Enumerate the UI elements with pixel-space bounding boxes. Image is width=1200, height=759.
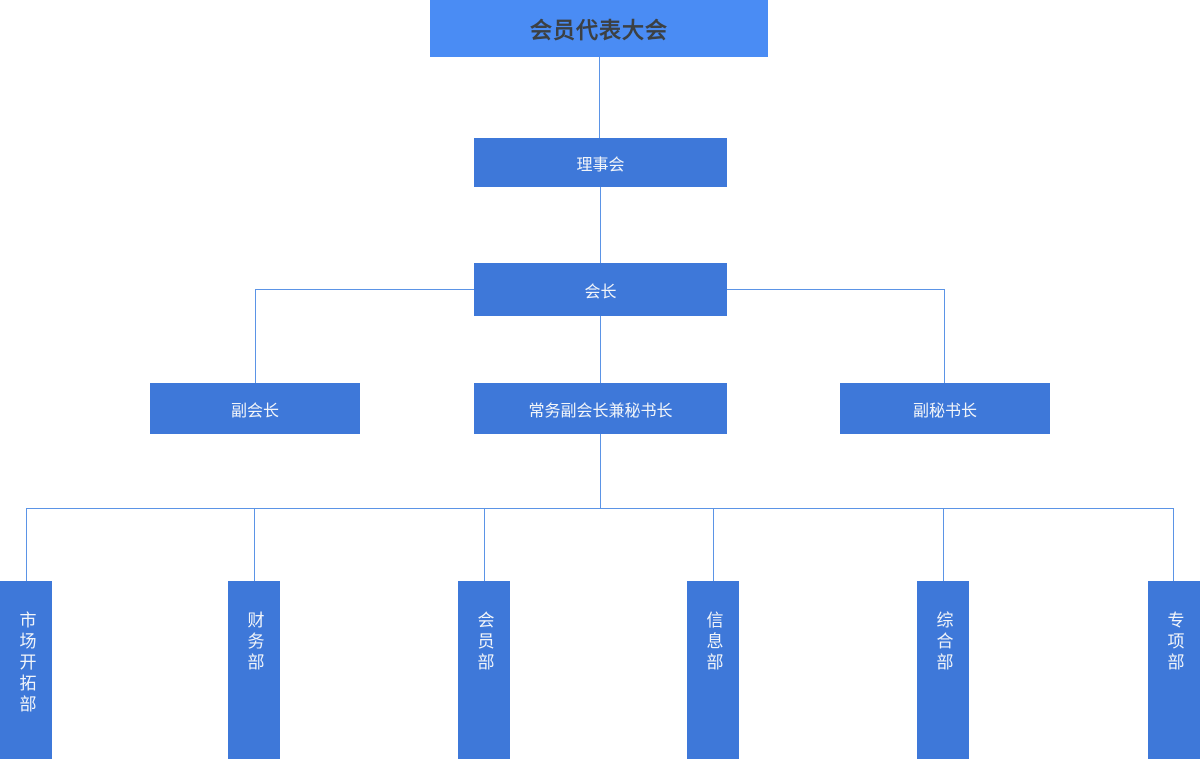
connector-to-deputy-sg xyxy=(944,289,945,383)
node-label: 会员部 xyxy=(474,611,494,674)
node-president[interactable]: 会长 xyxy=(474,263,727,316)
node-label: 副会长 xyxy=(230,402,279,420)
node-label: 理事会 xyxy=(576,156,625,174)
node-dept-general-affairs[interactable]: 综合部 xyxy=(917,581,969,759)
node-dept-information[interactable]: 信息部 xyxy=(687,581,739,759)
node-label: 信息部 xyxy=(703,611,723,674)
node-dept-special-projects[interactable]: 专项部 xyxy=(1148,581,1200,759)
connector-drop-dept-6 xyxy=(1173,508,1174,581)
node-label: 市场开拓部 xyxy=(16,611,36,716)
node-member-representative-assembly[interactable]: 会员代表大会 xyxy=(430,0,768,57)
node-label: 常务副会长兼秘书长 xyxy=(528,402,673,420)
node-label: 会员代表大会 xyxy=(529,17,668,43)
node-dept-market-development[interactable]: 市场开拓部 xyxy=(0,581,52,759)
connector-bus-line xyxy=(26,508,1174,509)
connector-president-execvp xyxy=(600,316,601,383)
node-dept-finance[interactable]: 财务部 xyxy=(228,581,280,759)
connector-drop-dept-3 xyxy=(484,508,485,581)
connector-root-council xyxy=(599,57,600,138)
node-executive-vp-secretary-general[interactable]: 常务副会长兼秘书长 xyxy=(474,383,727,434)
node-label: 专项部 xyxy=(1164,611,1184,674)
node-dept-membership[interactable]: 会员部 xyxy=(458,581,510,759)
connector-execvp-bus xyxy=(600,434,601,508)
connector-drop-dept-2 xyxy=(254,508,255,581)
connector-drop-dept-4 xyxy=(713,508,714,581)
connector-drop-dept-1 xyxy=(26,508,27,581)
connector-drop-dept-5 xyxy=(943,508,944,581)
node-label: 副秘书长 xyxy=(912,402,977,420)
node-vice-president[interactable]: 副会长 xyxy=(150,383,360,434)
node-label: 综合部 xyxy=(933,611,953,674)
node-label: 会长 xyxy=(584,283,617,301)
connector-council-president xyxy=(600,187,601,263)
node-board-of-directors[interactable]: 理事会 xyxy=(474,138,727,187)
connector-to-vice-president xyxy=(255,289,256,383)
node-label: 财务部 xyxy=(244,611,264,674)
node-deputy-secretary-general[interactable]: 副秘书长 xyxy=(840,383,1050,434)
